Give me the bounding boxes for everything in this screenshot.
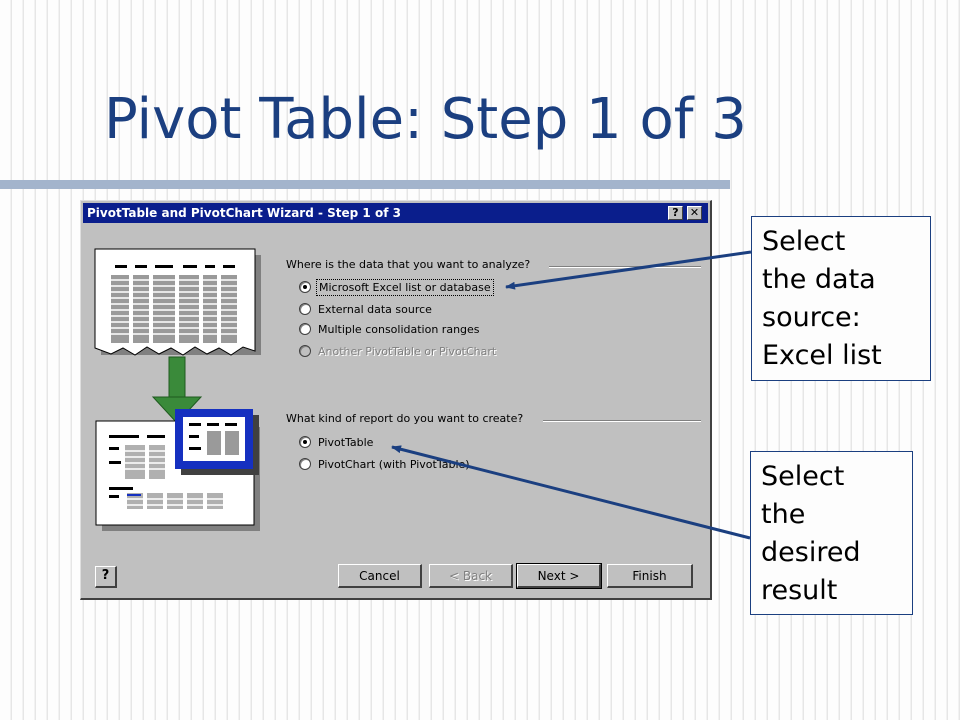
radio-button[interactable]	[299, 323, 311, 335]
finish-button[interactable]: Finish	[607, 564, 693, 588]
report-divider	[543, 420, 701, 422]
callout-line: Select	[761, 461, 845, 492]
pivot-wizard-dialog: PivotTable and PivotChart Wizard - Step …	[80, 200, 712, 600]
title-divider	[0, 180, 730, 189]
help-button[interactable]: ?	[95, 566, 117, 588]
callout-line: result	[761, 575, 838, 606]
callout-line: the data	[762, 264, 876, 295]
cancel-button[interactable]: Cancel	[338, 564, 422, 588]
arrow-to-pivottable	[391, 445, 751, 540]
source-question: Where is the data that you want to analy…	[286, 258, 531, 271]
close-icon[interactable]: ✕	[687, 206, 702, 220]
callout-line: the	[761, 499, 806, 530]
radio-button[interactable]	[299, 436, 311, 448]
radio-button	[299, 345, 311, 357]
pivot-wizard-illustration	[94, 248, 261, 531]
radio-consolidation-ranges[interactable]: Multiple consolidation ranges	[299, 321, 480, 337]
callout-data-source: Select the data source: Excel list	[751, 216, 931, 381]
radio-another-pivot: Another PivotTable or PivotChart	[299, 343, 496, 359]
radio-label: External data source	[318, 302, 432, 316]
radio-pivottable[interactable]: PivotTable	[299, 434, 373, 450]
callout-line: Select	[762, 226, 846, 257]
back-button: < Back	[429, 564, 513, 588]
callout-line: desired	[761, 537, 861, 568]
radio-label: Another PivotTable or PivotChart	[318, 344, 497, 358]
radio-label: PivotChart (with PivotTable)	[318, 457, 470, 471]
slide-title: Pivot Table: Step 1 of 3	[104, 87, 747, 152]
source-divider	[549, 266, 701, 268]
callout-line: Excel list	[762, 340, 882, 371]
callout-line: source:	[762, 302, 861, 333]
arrow-to-excel-list	[505, 250, 752, 290]
report-question: What kind of report do you want to creat…	[286, 412, 524, 425]
radio-button[interactable]	[299, 303, 311, 315]
callout-desired-result: Select the desired result	[750, 451, 913, 615]
radio-label: PivotTable	[318, 435, 374, 449]
next-button[interactable]: Next >	[516, 563, 602, 589]
radio-button[interactable]	[299, 281, 311, 293]
dialog-title: PivotTable and PivotChart Wizard - Step …	[87, 206, 401, 220]
radio-external-source[interactable]: External data source	[299, 301, 432, 317]
radio-pivotchart[interactable]: PivotChart (with PivotTable)	[299, 456, 470, 472]
radio-label: Multiple consolidation ranges	[318, 322, 480, 336]
help-icon[interactable]: ?	[668, 206, 683, 220]
radio-button[interactable]	[299, 458, 311, 470]
dialog-titlebar[interactable]: PivotTable and PivotChart Wizard - Step …	[83, 203, 708, 223]
radio-label: Microsoft Excel list or database	[316, 278, 494, 296]
radio-excel-list[interactable]: Microsoft Excel list or database	[299, 278, 494, 296]
